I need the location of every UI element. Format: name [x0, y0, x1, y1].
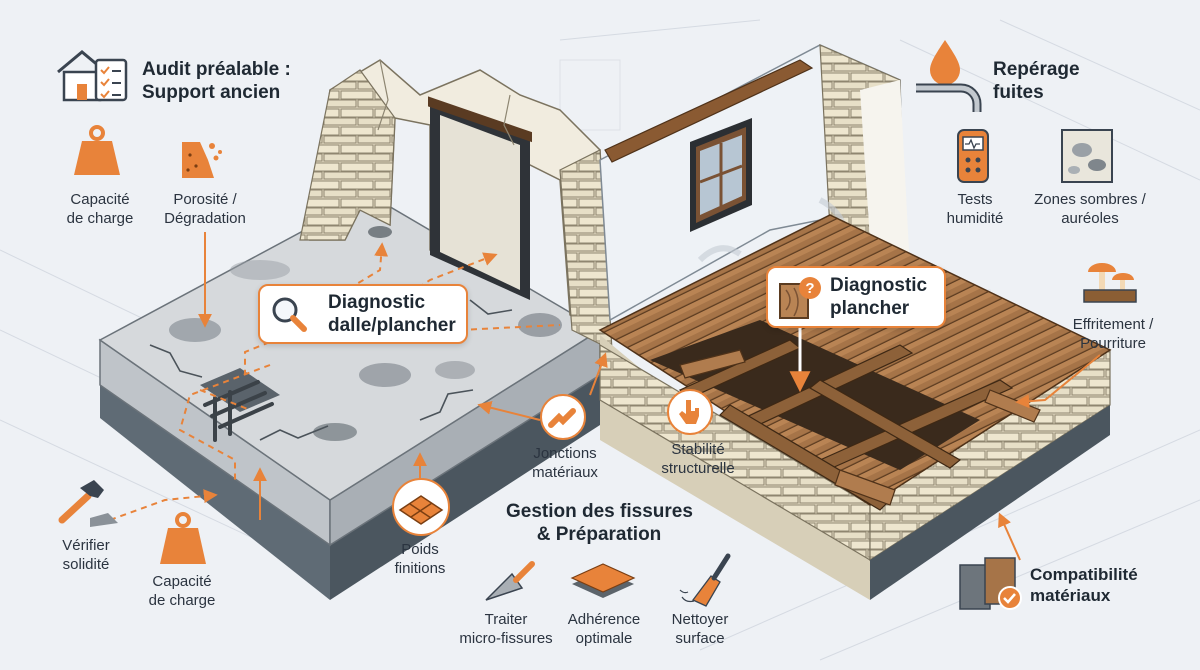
- water-drop-pipe-icon: [916, 40, 982, 112]
- audit-title-line-2: Support ancien: [142, 82, 281, 103]
- compat-title-line-1: Compatibilité: [1030, 565, 1138, 584]
- hammer-icon: [58, 480, 118, 527]
- gestion-title-line-1: Gestion des fissures: [506, 501, 693, 522]
- label-nettoyer-line-2: surface: [675, 630, 725, 647]
- magnifier-icon: [272, 297, 307, 332]
- tiles-icon: [392, 478, 450, 536]
- label-tests: Tests humidité: [930, 190, 1020, 228]
- fuites-title-line-1: Repérage: [993, 59, 1080, 80]
- weight-icon: [160, 512, 206, 564]
- question-wood-icon: ?: [779, 277, 821, 319]
- label-tests-line-1: Tests: [957, 191, 993, 208]
- label-capacite-top-line-1: Capacité: [70, 191, 130, 208]
- label-jonctions-line-2: matériaux: [532, 464, 598, 481]
- stain-icon: [1061, 129, 1113, 183]
- svg-text:?: ?: [805, 280, 814, 297]
- label-zones-line-1: Zones sombres /: [1034, 191, 1146, 208]
- label-effritement-line-1: Effritement /: [1072, 316, 1154, 333]
- callout-diagnostic-plancher: ? Diagnostic plancher: [766, 266, 946, 328]
- label-nettoyer-line-1: Nettoyer: [671, 611, 729, 628]
- callout-diagnostic-dalle: Diagnostic dalle/plancher: [258, 284, 468, 344]
- label-verifier-line-2: solidité: [62, 556, 110, 573]
- wood-check-icon: [959, 557, 1022, 610]
- label-zones-line-2: auréoles: [1061, 210, 1119, 227]
- gestion-title: Gestion des fissures & Préparation: [506, 500, 693, 546]
- compat-title-line-2: matériaux: [1030, 586, 1111, 605]
- fuites-title: Repérage fuites: [993, 58, 1080, 104]
- house-checklist-icon: [57, 50, 128, 102]
- label-capacite-top: Capacité de charge: [60, 190, 140, 228]
- label-poids-line-1: Poids: [401, 541, 439, 558]
- fuites-title-line-2: fuites: [993, 82, 1044, 103]
- layer-icon: [570, 563, 636, 598]
- label-adherence-line-1: Adhérence: [567, 611, 641, 628]
- stone-wall-left: [299, 59, 613, 352]
- label-effritement: Effritement / Pourriture: [1058, 315, 1168, 353]
- callout-plancher-line-1: Diagnostic: [830, 275, 928, 296]
- wood-floor: [598, 214, 1112, 600]
- label-stabilite-line-2: structurelle: [661, 460, 735, 477]
- label-stabilite-line-1: Stabilité: [671, 441, 725, 458]
- label-capacite-bottom-line-2: de charge: [148, 592, 216, 609]
- label-adherence-line-2: optimale: [575, 630, 633, 647]
- label-traiter-line-1: Traiter: [484, 611, 528, 628]
- brush-icon: [679, 553, 731, 607]
- hand-press-icon: [667, 389, 713, 435]
- label-jonctions: Jonctions matériaux: [520, 444, 610, 482]
- label-adherence: Adhérence optimale: [556, 610, 652, 648]
- audit-title: Audit préalable : Support ancien: [142, 58, 291, 104]
- label-porosite-line-2: Dégradation: [164, 210, 246, 227]
- label-verifier: Vérifier solidité: [46, 536, 126, 574]
- porosity-icon: [182, 142, 222, 178]
- window: [690, 118, 752, 232]
- moisture-meter-icon: [957, 129, 989, 183]
- label-capacite-top-line-2: de charge: [66, 210, 134, 227]
- audit-title-line-1: Audit préalable :: [142, 59, 291, 80]
- label-zones: Zones sombres / auréoles: [1026, 190, 1154, 228]
- gestion-title-line-2: & Préparation: [536, 524, 662, 545]
- label-porosite: Porosité / Dégradation: [150, 190, 260, 228]
- callout-dalle-line-1: Diagnostic: [328, 292, 426, 313]
- connector-lines: [109, 242, 561, 521]
- label-capacite-bottom-line-1: Capacité: [152, 573, 212, 590]
- callout-plancher-line-2: plancher: [830, 298, 910, 319]
- label-traiter-line-2: micro-fissures: [459, 630, 553, 647]
- joint-icon: [540, 394, 586, 440]
- label-capacite-bottom: Capacité de charge: [140, 572, 224, 610]
- compat-title: Compatibilité matériaux: [1030, 564, 1138, 606]
- label-effritement-line-2: Pourriture: [1080, 335, 1146, 352]
- callout-dalle-line-2: dalle/plancher: [328, 315, 456, 336]
- label-nettoyer: Nettoyer surface: [660, 610, 740, 648]
- label-poids: Poids finitions: [380, 540, 460, 578]
- label-stabilite: Stabilité structurelle: [648, 440, 748, 478]
- label-traiter: Traiter micro-fissures: [450, 610, 562, 648]
- label-verifier-line-1: Vérifier: [62, 537, 110, 554]
- mushroom-icon: [1083, 263, 1137, 303]
- weight-icon: [74, 125, 120, 175]
- trowel-icon: [485, 561, 535, 601]
- label-poids-line-2: finitions: [394, 560, 446, 577]
- label-porosite-line-1: Porosité /: [173, 191, 237, 208]
- label-tests-line-2: humidité: [946, 210, 1004, 227]
- arrow-lines: [198, 232, 1101, 561]
- label-jonctions-line-1: Jonctions: [533, 445, 597, 462]
